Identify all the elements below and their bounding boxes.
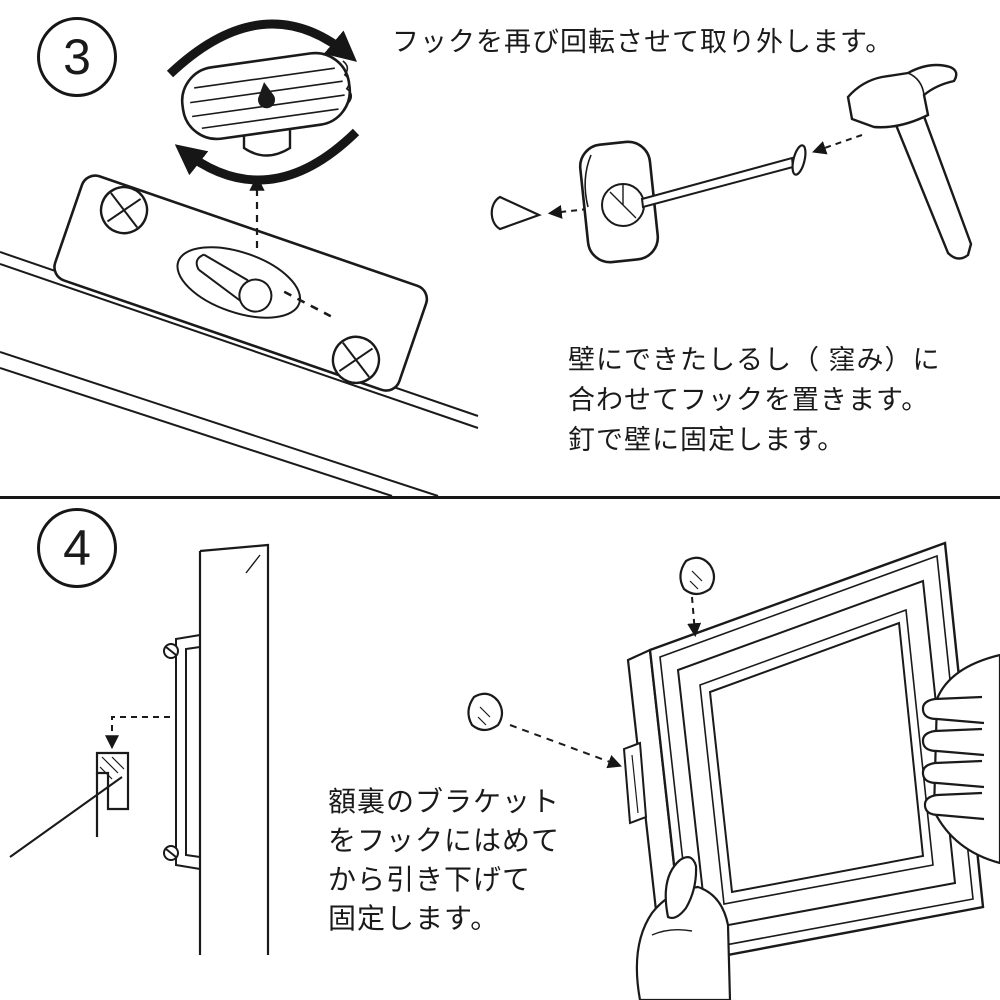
frame-hanging-illustration — [467, 541, 1000, 1000]
wall-hook-side-view — [163, 634, 201, 870]
nail-icon — [640, 144, 807, 209]
wall-side-view-illustration — [9, 543, 270, 955]
step4-number-badge: 4 — [37, 508, 117, 588]
dent-cone-icon — [490, 195, 542, 231]
dashed-hammer-arrow — [812, 134, 863, 155]
hook-knob — [180, 51, 353, 157]
rotation-arrows-icon — [166, 19, 360, 185]
caption-line: をフックにはめて — [328, 825, 561, 856]
caption-line: 固定します。 — [328, 903, 500, 934]
frame-bar-lines — [0, 251, 479, 496]
left-hand — [635, 856, 732, 1000]
wall-hook-top — [679, 556, 716, 596]
step4-caption: 額裏のブラケット をフックにはめて から引き下げて 固定します。 — [328, 782, 560, 938]
dashed-down-arrow — [105, 716, 170, 750]
wall-board — [198, 543, 270, 955]
caption-line: 壁にできたしるし（ 窪み）に — [568, 345, 941, 375]
picture-frame — [622, 541, 985, 975]
hammer-nail-illustration — [490, 63, 973, 264]
section-divider — [0, 496, 1000, 499]
frame-bracket-side-view — [95, 751, 130, 837]
wall-hook-mid — [467, 692, 504, 732]
caption-line: フックを再び回転させて取り外します。 — [392, 27, 894, 57]
dashed-line-mid-hook — [509, 724, 622, 769]
step3-caption-right: 壁にできたしるし（ 窪み）に 合わせてフックを置きます。 釘で壁に固定します。 — [568, 340, 941, 460]
step3-caption-top: フックを再び回転させて取り外します。 — [392, 20, 893, 59]
caption-line: 額裏のブラケット — [328, 786, 561, 817]
keyhole-icon — [238, 278, 273, 313]
keyhole-plate — [53, 174, 429, 392]
caption-line: 釘で壁に固定します。 — [568, 425, 846, 455]
step4-number: 4 — [63, 520, 91, 576]
dashed-left-arrow — [547, 204, 589, 219]
step3-number: 3 — [63, 29, 91, 85]
caption-line: 合わせてフックを置きます。 — [568, 385, 930, 415]
right-hand — [921, 653, 1000, 865]
frame-edge-line — [9, 776, 123, 858]
caption-line: から引き下げて — [328, 864, 532, 895]
rotating-hook-illustration — [0, 19, 479, 496]
dashed-line-top-hook — [687, 596, 702, 638]
drop-mark-icon — [258, 82, 276, 109]
step3-number-badge: 3 — [37, 17, 117, 97]
hammer-icon — [846, 63, 973, 260]
